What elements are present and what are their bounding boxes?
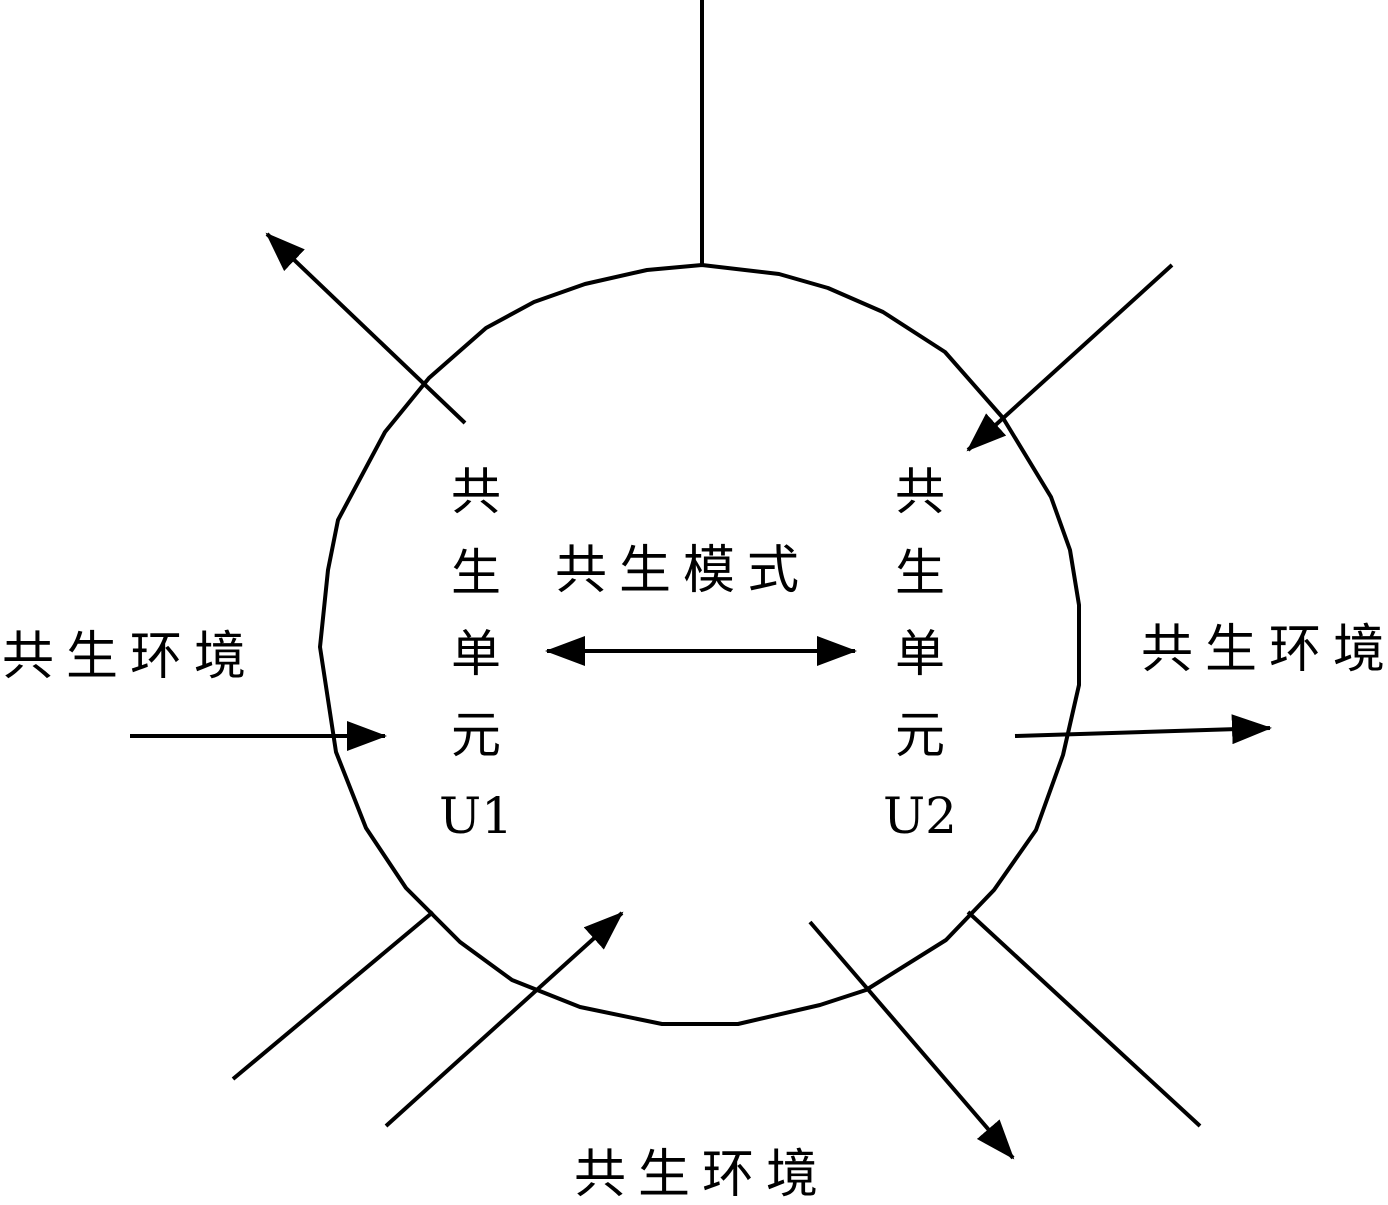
line-bottom-left <box>231 910 435 1081</box>
unit-u2-char: 单 <box>895 625 945 683</box>
unit-u1-char: 单 <box>451 625 501 683</box>
unit-u1-char: 元 <box>451 706 501 764</box>
env-label-bottom: 共生环境 <box>574 1145 831 1205</box>
unit-u1-label: 共 生 单 元 U1 <box>436 467 516 872</box>
env-label-left: 共生环境 <box>2 627 259 687</box>
unit-u2-char: 生 <box>895 544 945 602</box>
arrow-upper-left <box>265 232 467 425</box>
arrow-bottom-right-out <box>808 920 1015 1160</box>
system-boundary-circle <box>318 263 1081 1026</box>
arrow-bottom-left-in <box>384 911 624 1128</box>
unit-u2-label: 共 生 单 元 U2 <box>880 467 960 872</box>
unit-u2-char: 元 <box>895 706 945 764</box>
unit-u1-char: 共 <box>451 463 501 521</box>
unit-u1-char: 生 <box>451 544 501 602</box>
arrow-right-out <box>1014 714 1272 745</box>
mode-label: 共生模式 <box>555 541 812 601</box>
unit-u2-char: 共 <box>895 463 945 521</box>
unit-u1-id: U1 <box>439 787 513 845</box>
line-bottom-right <box>966 910 1202 1128</box>
unit-u2-id: U2 <box>883 787 957 845</box>
env-label-right: 共生环境 <box>1141 620 1388 680</box>
arrow-upper-right <box>966 263 1174 452</box>
